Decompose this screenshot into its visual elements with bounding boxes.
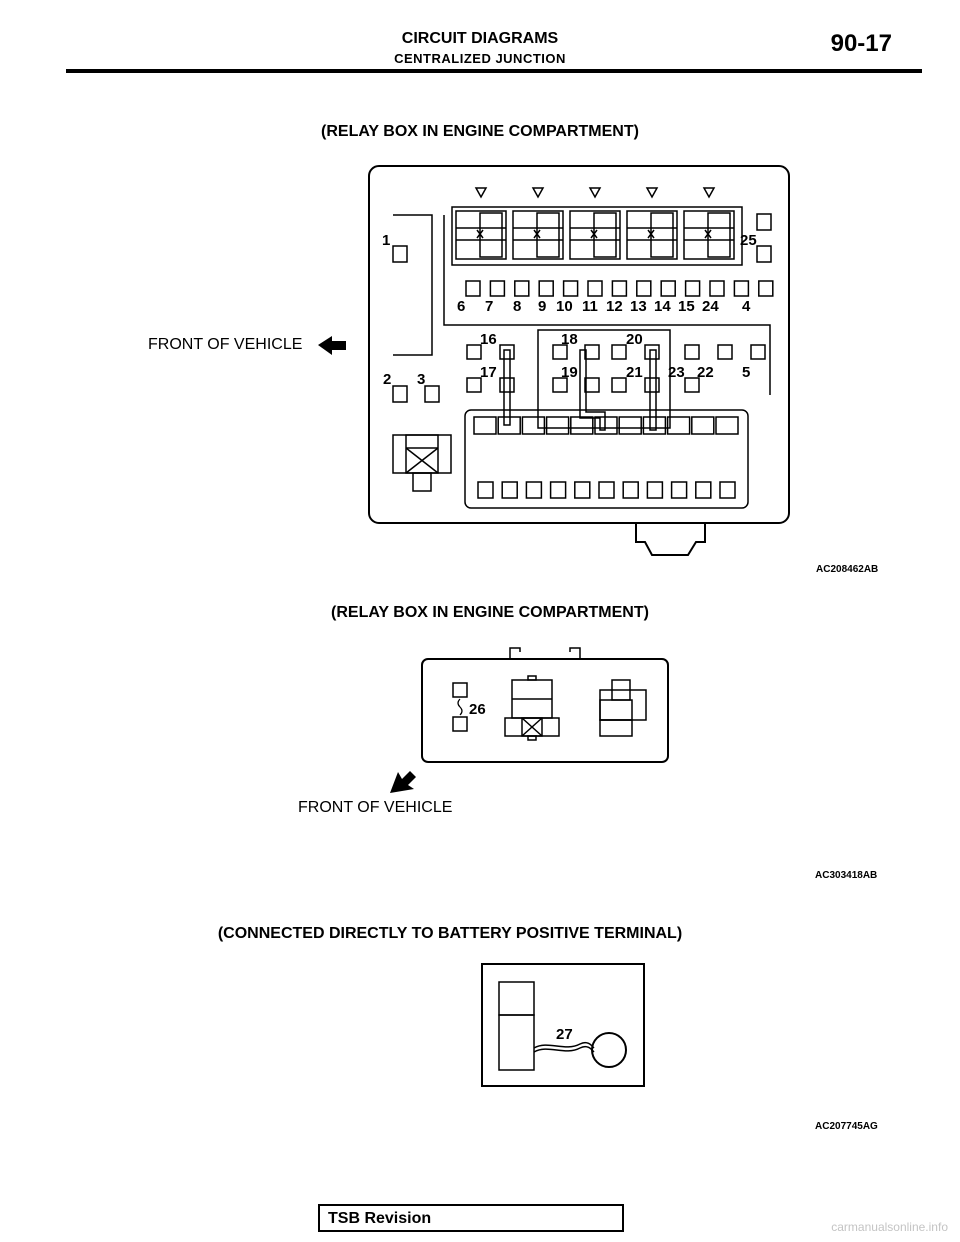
terminal-25: 25: [740, 232, 757, 249]
terminal-1: 1: [382, 232, 390, 249]
relay-socket: [392, 434, 452, 492]
front-arrow-icon: [318, 336, 346, 355]
terminal-26: 26: [469, 701, 486, 718]
watermark: carmanualsonline.info: [831, 1220, 948, 1234]
tsb-revision-box: TSB Revision: [318, 1204, 624, 1232]
terminal-13: 13: [630, 298, 647, 315]
terminal-7: 7: [485, 298, 493, 315]
header-rule: [66, 69, 922, 73]
figure3-code: AC207745AG: [815, 1121, 878, 1132]
terminal-12: 12: [606, 298, 623, 315]
terminal-5: 5: [742, 364, 750, 381]
relay-box-outline: [368, 165, 790, 524]
battery-terminal-icon: [591, 1032, 627, 1068]
terminal-4: 4: [742, 298, 751, 315]
terminal-15: 15: [678, 298, 695, 315]
terminal-2: 2: [383, 371, 391, 388]
page-number: 90-17: [830, 30, 892, 57]
tsb-revision-label: TSB Revision: [328, 1210, 432, 1227]
figure1-caption: (RELAY BOX IN ENGINE COMPARTMENT): [321, 123, 639, 140]
section-subtitle: CENTRALIZED JUNCTION: [394, 51, 566, 66]
terminal-18: 18: [561, 331, 578, 348]
terminal-8: 8: [513, 298, 521, 315]
terminal-6: 6: [457, 298, 465, 315]
figure1-front-label: FRONT OF VEHICLE: [148, 336, 303, 353]
terminal-21: 21: [626, 364, 643, 381]
relay-socket-right: [599, 679, 647, 737]
figure2-code: AC303418AB: [815, 870, 878, 881]
figure2-caption: (RELAY BOX IN ENGINE COMPARTMENT): [331, 604, 649, 621]
section-title: CIRCUIT DIAGRAMS: [401, 30, 559, 47]
terminal-16: 16: [480, 331, 497, 348]
terminal-24: 24: [702, 298, 719, 315]
terminal-14: 14: [654, 298, 671, 315]
terminal-27: 27: [556, 1026, 573, 1043]
terminal-20: 20: [626, 331, 643, 348]
relay-row: [451, 206, 743, 266]
figure1-code: AC208462AB: [816, 564, 879, 575]
terminal-17: 17: [480, 364, 497, 381]
figure3-caption: (CONNECTED DIRECTLY TO BATTERY POSITIVE …: [217, 925, 683, 942]
relay-box-tab: [635, 523, 706, 556]
figure2-front-label: FRONT OF VEHICLE: [298, 799, 453, 816]
terminal-19: 19: [561, 364, 578, 381]
relay-socket-center: [504, 675, 560, 741]
terminal-10: 10: [556, 298, 573, 315]
terminal-9: 9: [538, 298, 546, 315]
terminal-22: 22: [697, 364, 714, 381]
terminal-23: 23: [668, 364, 685, 381]
terminal-3: 3: [417, 371, 425, 388]
front-arrow-diagonal-icon: [390, 771, 416, 793]
terminal-11: 11: [582, 298, 598, 315]
